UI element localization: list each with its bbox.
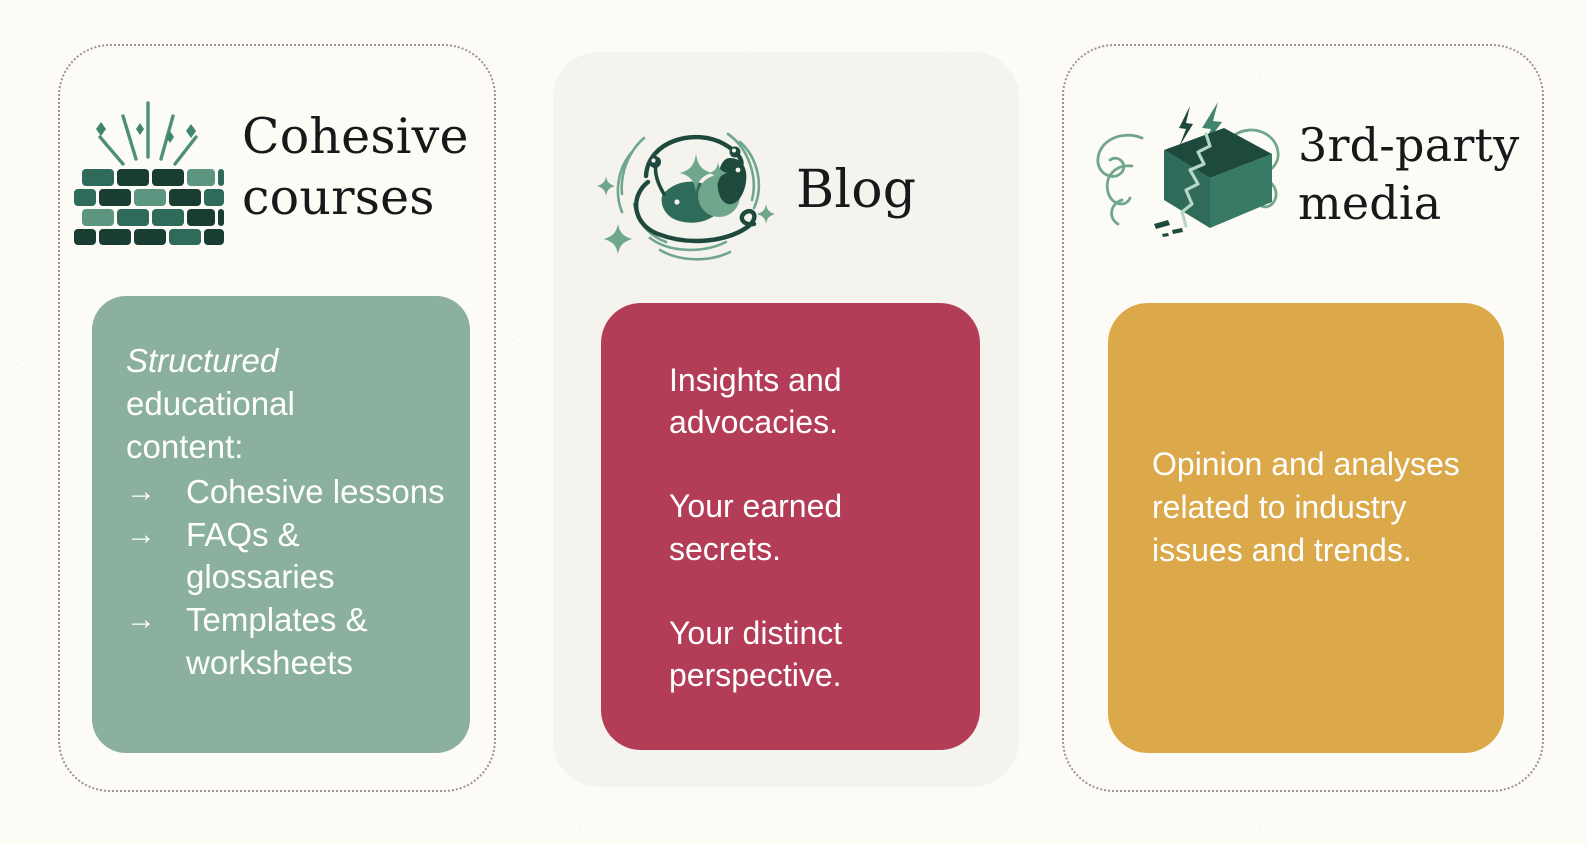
blog-paragraph: Your earned secrets. [669,488,843,567]
list-item-label: Cohesive lessons [186,472,445,510]
card-panel-cohesive-courses [58,44,496,792]
blog-paragraph: Insights and advocacies. [669,362,842,441]
card-title-line-2: courses [242,168,435,226]
media-paragraph: Opinion and analyses related to industry… [1152,446,1460,568]
arrow-right-icon: → [126,474,156,508]
courses-bullet-list: → Cohesive lessons → FAQs & glossaries →… [126,471,452,685]
card-header-third-party-media: 3rd-party media [1086,92,1536,257]
third-party-media-body: Opinion and analyses related to industry… [1152,443,1482,572]
list-item: → Cohesive lessons [126,471,452,514]
card-header-cohesive-courses: Cohesive courses [74,85,474,250]
list-item: → FAQs & glossaries [126,514,452,600]
list-item: → Templates & worksheets [126,599,452,685]
blog-paragraph: Your distinct perspective. [669,614,843,694]
courses-lead: Structured educational content: [126,340,452,469]
courses-lead-line-1: educational [126,384,295,422]
cohesive-courses-body: Structured educational content: → Cohesi… [126,340,452,685]
courses-emphasis-word: Structured [126,342,279,379]
content-block-blog: Insights and advocacies. Your earned sec… [601,303,980,750]
content-block-cohesive-courses: Structured educational content: → Cohesi… [92,296,470,753]
cracked-box-lightning-icon [1086,92,1282,257]
courses-lead-line-2: content: [126,427,244,465]
snakes-swirl-sparkle-icon [588,100,788,281]
content-block-third-party-media: Opinion and analyses related to industry… [1108,303,1504,753]
card-panel-third-party-media [1062,44,1544,792]
card-title-line-1: 3rd-party [1298,118,1520,173]
card-title-third-party-media: 3rd-party media [1298,117,1519,231]
card-title-cohesive-courses: Cohesive courses [242,107,469,229]
list-item-label: FAQs & glossaries [186,515,335,596]
arrow-right-icon: → [126,603,156,637]
arrow-right-icon: → [126,517,156,551]
card-title-line-2: media [1298,175,1442,230]
list-item-label: Templates & worksheets [186,601,368,682]
card-header-blog: Blog [588,100,1008,281]
blog-body: Insights and advocacies. Your earned sec… [669,359,956,696]
card-title-line-1: Cohesive [242,107,469,165]
brick-wall-sparkle-icon [74,85,224,250]
card-title-blog: Blog [796,160,917,221]
